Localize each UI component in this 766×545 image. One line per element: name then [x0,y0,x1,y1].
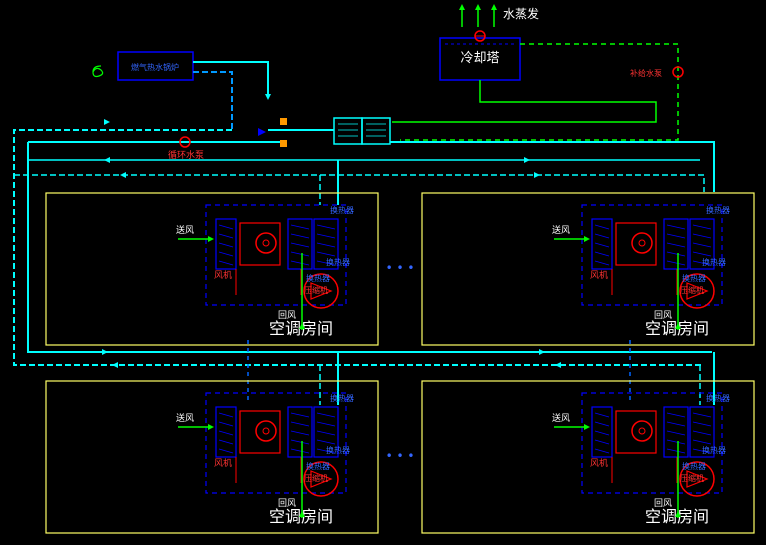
ac-unit-housing [581,204,723,306]
pump-icon [672,66,684,78]
valve-icon [280,118,287,125]
heat-exchanger-label: 换热器 [306,273,330,283]
coil-icon [689,406,715,458]
heat-exchanger-label: 换热器 [306,461,330,471]
fan-icon [631,420,653,442]
room-u1 [45,192,379,346]
supply-air-label: 送风 [176,224,194,236]
coil-icon [287,406,313,458]
compressor-label: 压缩机 [304,473,328,483]
return-main-pipe [13,129,704,366]
supply-pump: 补给水泵 [400,43,684,141]
main-heat-exchanger [333,117,391,145]
fan-housing [615,410,657,454]
coil-icon [663,406,689,458]
heat-exchanger-label: 换热器 [706,393,730,403]
circ-pump-label: 循环水泵 [168,149,204,161]
fan-icon [255,420,277,442]
flame-icon [92,65,104,78]
coil-icon [215,406,237,458]
boiler-supply-pipe [193,61,269,98]
fan-label: 风机 [590,457,608,469]
heat-exchanger-label: 换热器 [326,257,350,267]
boiler-return-pipe [193,71,233,130]
fan-housing [615,222,657,266]
ellipsis-bottom: • • • [386,449,415,463]
supply-air-label: 送风 [552,412,570,424]
coil-icon [313,406,339,458]
supply-main-pipe [27,142,712,353]
fan-icon [255,232,277,254]
cooling-tower: 冷却塔 水蒸发 [439,4,539,81]
heat-exchanger-label: 换热器 [330,205,354,215]
supply-air-label: 送风 [176,412,194,424]
return-air-label: 回风 [654,498,672,509]
fan-housing [239,222,281,266]
fan-housing [239,410,281,454]
fan-label: 风机 [590,269,608,281]
coil-icon [591,406,613,458]
compressor-label: 压缩机 [304,285,328,295]
return-air-label: 回风 [278,310,296,321]
compressor-icon [679,461,715,497]
compressor-icon [303,273,339,309]
ac-unit-housing [205,392,347,494]
cooling-tower-label: 冷却塔 [460,51,499,66]
ac-unit-housing [205,204,347,306]
boiler-label: 燃气热水锅炉 [131,62,179,72]
heat-exchanger-label: 换热器 [682,273,706,283]
heat-exchanger-label: 换热器 [682,461,706,471]
coil-icon [591,218,613,270]
valve-icon [258,128,266,136]
supply-pump-label: 补给水泵 [630,68,662,78]
heat-exchanger-label: 换热器 [330,393,354,403]
compressor-icon [679,273,715,309]
gas-boiler: 燃气热水锅炉 [92,51,194,81]
fan-label: 风机 [214,269,232,281]
return-air-label: 回风 [278,498,296,509]
compressor-label: 压缩机 [680,285,704,295]
room-u4 [421,380,755,534]
heat-exchanger-label: 换热器 [702,445,726,455]
evaporation-label: 水蒸发 [503,6,539,21]
room-u3 [45,380,379,534]
tower-water-pipe [392,80,657,123]
coil-icon [287,218,313,270]
ac-unit-housing [581,392,723,494]
room-u2 [421,192,755,346]
coil-icon [663,218,689,270]
ellipsis-top: • • • [386,261,415,275]
coil-icon [215,218,237,270]
compressor-label: 压缩机 [680,473,704,483]
fan-label: 风机 [214,457,232,469]
heat-exchanger-label: 换热器 [702,257,726,267]
coil-icon [689,218,715,270]
coil-icon [313,218,339,270]
heat-exchanger-label: 换热器 [326,445,350,455]
circ-pump-icon [179,136,191,148]
heat-exchanger-label: 换热器 [706,205,730,215]
compressor-icon [303,461,339,497]
supply-air-label: 送风 [552,224,570,236]
fan-icon [631,232,653,254]
valve-icon [280,140,287,147]
return-air-label: 回风 [654,310,672,321]
